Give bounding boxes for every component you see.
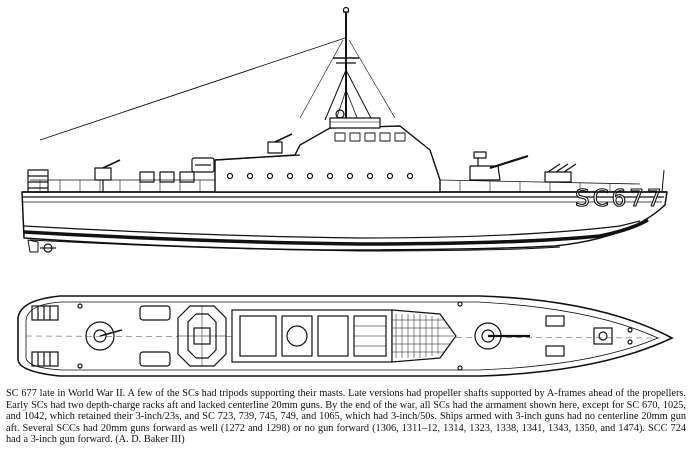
plan-depth-charge-racks — [31, 305, 59, 367]
mast — [299, 6, 396, 121]
profile-view: SC677 — [21, 6, 668, 253]
forward-gun — [469, 151, 529, 181]
deckhouse-roof — [214, 154, 301, 161]
midship-20mm-gun — [267, 133, 293, 154]
fore-rail — [439, 179, 641, 185]
propeller — [27, 239, 56, 253]
stay-wire — [39, 37, 346, 141]
plan-midship-platform — [177, 305, 227, 367]
mousetrap-launcher — [544, 163, 577, 183]
plan-view — [17, 295, 674, 377]
plan-windlass — [593, 327, 613, 345]
hull-number-label: SC677 — [575, 186, 665, 212]
hull-side — [21, 191, 668, 251]
plan-bridge — [391, 309, 457, 363]
plan-bitts — [77, 301, 633, 371]
aft-20mm-gun — [94, 159, 121, 192]
keel-line — [29, 239, 561, 252]
figure-caption: SC 677 late in World War II. A few of th… — [6, 388, 686, 446]
deckhouse-portholes — [226, 172, 414, 180]
pilothouse-windows — [334, 132, 406, 142]
plan-deckhouse — [231, 309, 393, 363]
flying-bridge — [329, 117, 381, 129]
plan-mousetraps — [545, 315, 565, 357]
deckhouse — [214, 125, 441, 193]
plan-life-rafts — [139, 305, 171, 367]
ship-drawing: SC677 — [17, 6, 674, 377]
boot-topping — [23, 218, 649, 246]
jack-staff — [661, 169, 665, 193]
plan-aft-gun-tub — [85, 321, 123, 351]
searchlight — [335, 109, 345, 119]
waterline-band — [23, 220, 641, 239]
life-float — [191, 157, 215, 173]
plan-forward-gun — [474, 322, 530, 350]
fore-stanchions — [459, 181, 611, 192]
depth-charge-rack — [27, 169, 49, 193]
k-gun-projectors — [139, 171, 195, 183]
centerline — [25, 335, 661, 339]
